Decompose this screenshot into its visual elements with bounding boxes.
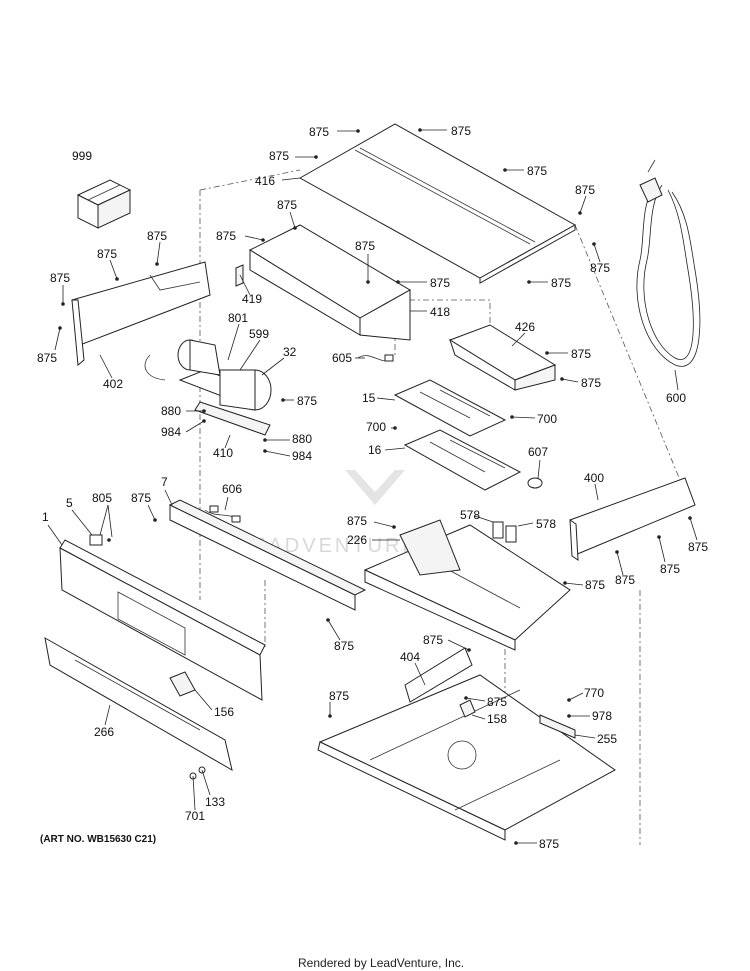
part-labels: 875 875 875 416 875 875 875 875 999 875 … <box>37 124 708 851</box>
hose-600 <box>636 159 701 367</box>
label-875-404: 875 <box>423 633 443 647</box>
label-266: 266 <box>94 725 114 739</box>
label-226: 226 <box>347 533 367 547</box>
label-578-b: 578 <box>536 517 556 531</box>
label-15: 15 <box>362 391 376 405</box>
side-panel-400 <box>569 477 696 561</box>
bracket-226 <box>399 519 461 576</box>
label-875-top-d: 875 <box>527 164 547 178</box>
label-700-a: 700 <box>537 412 557 426</box>
label-875-7: 875 <box>131 491 151 505</box>
capacitors-578 <box>492 521 517 543</box>
label-426: 426 <box>515 320 535 334</box>
label-158: 158 <box>487 712 507 726</box>
label-875-c3: 875 <box>355 239 375 253</box>
label-7: 7 <box>161 475 168 489</box>
label-419: 419 <box>242 292 262 306</box>
label-805: 805 <box>92 491 112 505</box>
label-875-rail: 875 <box>334 639 354 653</box>
label-875-top-f: 875 <box>590 261 610 275</box>
label-875-top-e: 875 <box>575 183 595 197</box>
label-875-400d: 875 <box>585 578 605 592</box>
label-875-400c: 875 <box>615 573 635 587</box>
label-875-l2: 875 <box>97 247 117 261</box>
label-875-b2: 875 <box>487 695 507 709</box>
label-32: 32 <box>283 345 297 359</box>
label-404: 404 <box>400 650 420 664</box>
rail-7 <box>168 499 367 611</box>
label-156: 156 <box>214 705 234 719</box>
duct-418 <box>248 224 412 341</box>
label-700-b: 700 <box>366 420 386 434</box>
alignment-lines <box>199 169 681 845</box>
label-875-l1: 875 <box>147 229 167 243</box>
label-607: 607 <box>528 445 548 459</box>
label-880-a: 880 <box>161 404 181 418</box>
label-605: 605 <box>332 351 352 365</box>
label-402: 402 <box>103 377 123 391</box>
label-875-c4: 875 <box>430 276 450 290</box>
bracket-419 <box>235 264 244 287</box>
label-16: 16 <box>368 443 382 457</box>
label-875-b1: 875 <box>329 689 349 703</box>
bracket-158 <box>459 699 476 718</box>
terminal-block-255 <box>539 714 576 739</box>
control-board-15 <box>393 379 507 437</box>
switch-156 <box>169 671 196 697</box>
label-875-426b: 875 <box>581 376 601 390</box>
side-panel-402 <box>71 261 211 366</box>
label-701: 701 <box>185 809 205 823</box>
harness-606 <box>204 505 241 523</box>
fan-assembly <box>144 339 272 436</box>
trim-266 <box>44 637 233 772</box>
label-875-l3: 875 <box>50 271 70 285</box>
leader-lines <box>47 129 698 844</box>
switch-5 <box>89 534 103 546</box>
label-875-c1: 875 <box>277 198 297 212</box>
control-panel-1 <box>59 539 266 701</box>
label-770: 770 <box>584 686 604 700</box>
duct-404 <box>404 647 473 703</box>
label-875-c2: 875 <box>216 229 236 243</box>
label-801: 801 <box>228 311 248 325</box>
bracket-426 <box>448 324 557 391</box>
label-410: 410 <box>213 446 233 460</box>
label-5: 5 <box>66 496 73 510</box>
label-418: 418 <box>430 305 450 319</box>
label-255: 255 <box>597 732 617 746</box>
label-1: 1 <box>42 510 49 524</box>
label-606: 606 <box>222 482 242 496</box>
label-875-top-g: 875 <box>551 276 571 290</box>
label-999: 999 <box>72 149 92 163</box>
top-cover-416 <box>298 123 577 284</box>
label-875-400a: 875 <box>688 540 708 554</box>
label-880-b: 880 <box>292 432 312 446</box>
sensor-607 <box>527 477 543 489</box>
label-875-bottom: 875 <box>539 837 559 851</box>
label-875-l4: 875 <box>37 351 57 365</box>
footer-credit: Rendered by LeadVenture, Inc. <box>298 956 464 970</box>
label-875-top-c: 875 <box>269 149 289 163</box>
label-400: 400 <box>584 471 604 485</box>
label-978: 978 <box>592 709 612 723</box>
art-number: (ART NO. WB15630 C21) <box>40 834 156 845</box>
label-875-400b: 875 <box>660 562 680 576</box>
label-599: 599 <box>249 327 269 341</box>
label-133: 133 <box>205 795 225 809</box>
bottom-tray <box>317 674 616 841</box>
carton-999 <box>76 179 132 229</box>
harness-605 <box>357 354 394 362</box>
label-875-226: 875 <box>347 514 367 528</box>
label-875-top-a: 875 <box>309 125 329 139</box>
label-875-fan: 875 <box>297 394 317 408</box>
label-416: 416 <box>255 174 275 188</box>
control-board-16 <box>403 429 522 491</box>
label-578-a: 578 <box>460 508 480 522</box>
label-984-b: 984 <box>292 449 312 463</box>
label-875-426a: 875 <box>571 347 591 361</box>
label-875-top-b: 875 <box>451 124 471 138</box>
label-600: 600 <box>666 391 686 405</box>
label-984-a: 984 <box>161 425 181 439</box>
